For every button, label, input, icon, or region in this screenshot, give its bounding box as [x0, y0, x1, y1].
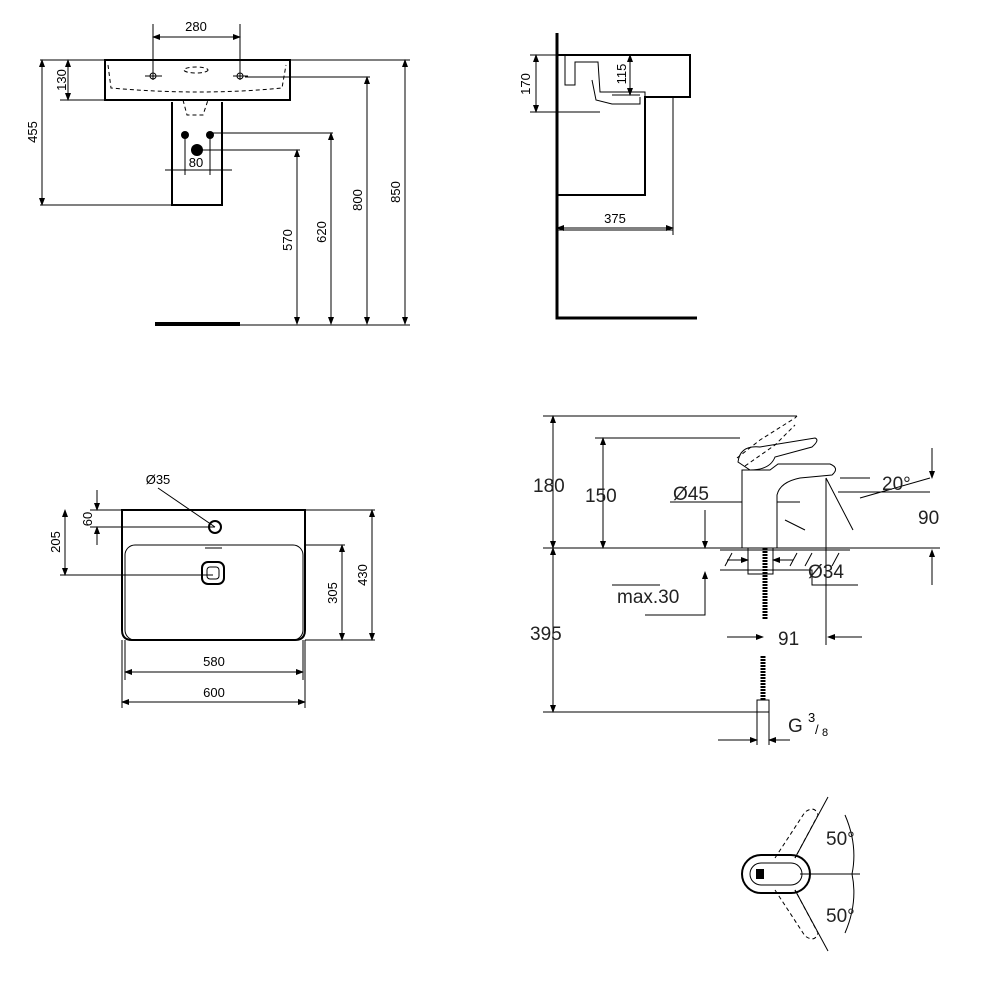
dim-205: 205 — [48, 531, 63, 553]
dim-170: 170 — [518, 73, 533, 95]
basin-outline — [104, 59, 291, 101]
faucet-top-outline — [741, 854, 811, 894]
dim-diameter-34: Ø34 — [808, 562, 844, 583]
basin-side-view: 170 115 375 — [518, 33, 697, 320]
dim-455: 455 — [25, 121, 40, 143]
faucet-body — [741, 463, 836, 548]
lever-stub — [756, 869, 764, 879]
svg-text:8: 8 — [822, 727, 828, 739]
faucet-top-view: 50° 50° — [741, 796, 860, 952]
faucet-side-view: 180 150 Ø45 20° 90 Ø34 max.30 395 91 G 3… — [530, 415, 940, 745]
dim-80: 80 — [189, 155, 203, 170]
bowl-outline — [124, 544, 304, 641]
dim-60: 60 — [80, 512, 95, 526]
pedestal — [171, 102, 223, 206]
dim-diameter-45: Ø45 — [673, 484, 709, 505]
dim-angle-50-left: 50° — [826, 829, 855, 850]
faucet-lever — [737, 437, 818, 471]
basin-front-view: 280 80 130 455 570 620 800 850 — [25, 19, 410, 326]
dim-150: 150 — [585, 486, 617, 507]
dim-580: 580 — [203, 654, 225, 669]
dim-620: 620 — [314, 221, 329, 243]
lever-raised-outline — [736, 415, 798, 467]
trap-hidden — [182, 99, 209, 116]
dim-280: 280 — [185, 19, 207, 34]
basin-profile — [557, 54, 691, 196]
waste-drain — [201, 561, 225, 585]
wall-and-floor — [555, 33, 697, 320]
hose-nut — [756, 699, 770, 713]
dim-91: 91 — [778, 629, 799, 650]
dim-diameter-35: Ø35 — [146, 472, 171, 487]
dim-90: 90 — [918, 508, 939, 529]
dim-600: 600 — [203, 685, 225, 700]
dim-305: 305 — [325, 582, 340, 604]
dim-angle-20: 20° — [882, 474, 911, 495]
dim-115: 115 — [614, 64, 629, 85]
dim-180: 180 — [533, 476, 565, 497]
dim-430: 430 — [355, 564, 370, 586]
dim-850: 850 — [388, 181, 403, 203]
waste-hole — [191, 144, 203, 156]
overflow-slot — [183, 66, 209, 74]
basin-top-view: Ø35 60 205 305 430 580 600 — [48, 472, 375, 708]
svg-text:3: 3 — [808, 710, 815, 725]
dim-max-30: max.30 — [617, 587, 679, 608]
dim-570: 570 — [280, 229, 295, 251]
lever-swing-right — [774, 889, 819, 940]
dim-800: 800 — [350, 189, 365, 211]
dim-angle-50-right: 50° — [826, 906, 855, 927]
dim-395: 395 — [530, 624, 562, 645]
dim-375: 375 — [604, 211, 626, 226]
svg-text:G: G — [788, 716, 803, 737]
lever-swing-left — [774, 808, 819, 859]
svg-text:/: / — [815, 722, 819, 737]
bowl-hidden-line — [107, 64, 287, 93]
dim-thread-g-3-8: G 3 / 8 — [788, 710, 828, 739]
dim-130: 130 — [54, 69, 69, 91]
